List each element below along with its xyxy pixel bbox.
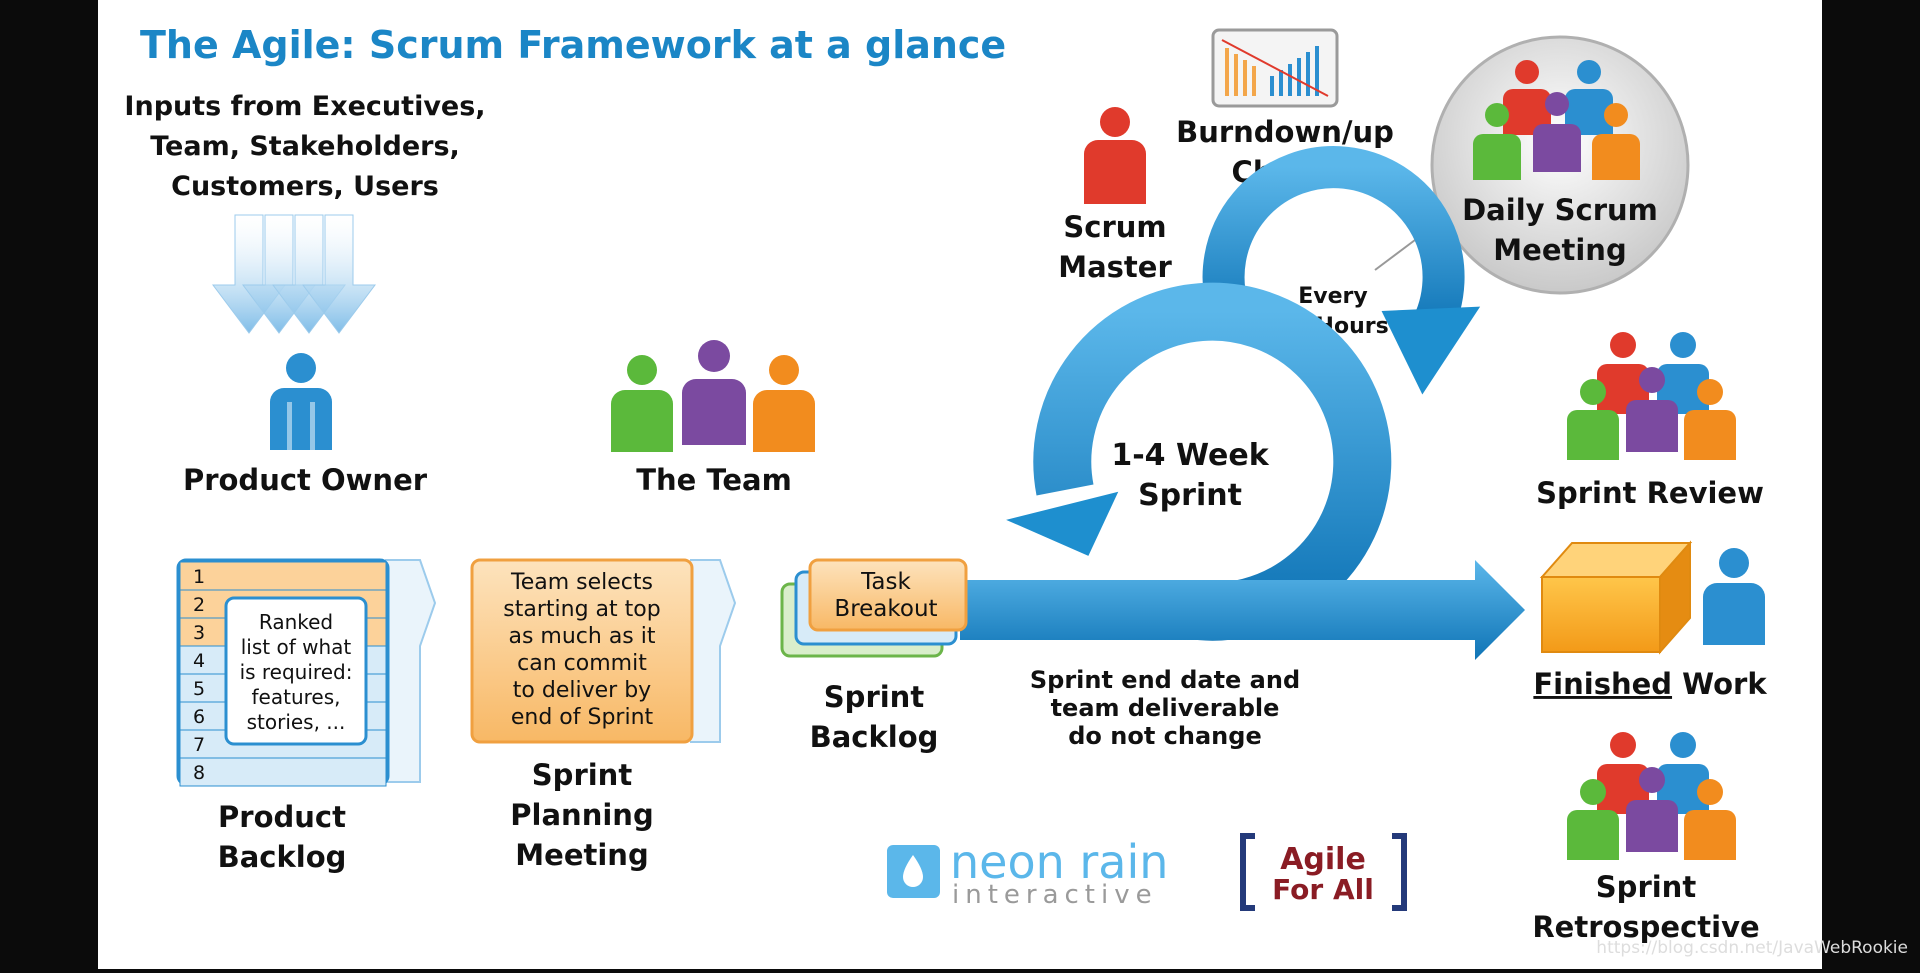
product-backlog-label-2: Backlog: [218, 840, 347, 874]
daily-scrum-label-2: Meeting: [1493, 233, 1626, 267]
backlog-row-number: 6: [193, 706, 205, 728]
end-date-line-3: do not change: [1068, 722, 1261, 750]
backlog-row-number: 4: [193, 650, 205, 672]
product-backlog-label-1: Product: [218, 800, 346, 834]
product-owner-person-icon: [270, 353, 332, 450]
product-backlog-list: 1 2 3 4 5 6 7 8 Ranked list of what is required…: [176, 558, 437, 787]
sprint-planning-label-3: Meeting: [515, 838, 648, 872]
sprint-retro-label-2: Retrospective: [1532, 910, 1759, 944]
sprint-backlog-label-1: Sprint: [824, 680, 925, 714]
neon-rain-main: neon rain: [950, 835, 1168, 889]
end-date-line-1: Sprint end date and: [1030, 666, 1300, 694]
sprint-planning-note: Team selects starting at top as much as …: [470, 558, 737, 744]
daily-scrum-label-1: Daily Scrum: [1462, 193, 1658, 227]
planning-note-2: starting at top: [503, 597, 660, 622]
sprint-review-people-icon: [1567, 332, 1736, 460]
agile-line-1: Agile: [1280, 842, 1366, 877]
burndown-label-1: Burndown/up: [1176, 115, 1394, 149]
inputs-line-1: Inputs from Executives,: [124, 91, 485, 122]
scrum-master-label-1: Scrum: [1063, 210, 1166, 244]
backlog-row: [179, 757, 387, 787]
task-breakout-2: Breakout: [834, 596, 937, 622]
neon-rain-sub: interactive: [952, 880, 1158, 910]
daily-scrum-people-icon: [1473, 60, 1640, 180]
agile-for-all-logo: Agile For All: [1240, 833, 1407, 911]
inputs-line-2: Team, Stakeholders,: [150, 131, 460, 162]
daily-scrum-connector: [1374, 239, 1416, 271]
finished-work-person-icon: [1703, 548, 1765, 645]
inputs-line-3: Customers, Users: [171, 171, 439, 202]
agile-line-2: For All: [1272, 873, 1374, 906]
backlog-row-number: 3: [193, 622, 205, 644]
backlog-row-number: 1: [193, 566, 205, 588]
work-word: Work: [1672, 667, 1767, 701]
backlog-row-number: 5: [193, 678, 205, 700]
scrum-master-label-2: Master: [1058, 250, 1172, 284]
daily-loop-arrow-icon: [1202, 146, 1481, 395]
sprint-backlog-label-2: Backlog: [810, 720, 939, 754]
sprint-cycle-label-1: 1-4 Week: [1111, 438, 1269, 473]
finished-work-label: Finished Work: [1533, 667, 1767, 701]
main-flow-arrow-icon: [960, 560, 1525, 660]
backlog-row: [179, 561, 387, 591]
backlog-note-1: Ranked: [259, 610, 333, 634]
backlog-note-2: list of what: [241, 635, 352, 659]
page-title: The Agile: Scrum Framework at a glance: [140, 23, 1006, 67]
backlog-row-number: 2: [193, 594, 205, 616]
sprint-retrospective-people-icon: [1567, 732, 1736, 860]
product-owner-label: Product Owner: [183, 463, 428, 497]
planning-note-6: end of Sprint: [511, 705, 654, 730]
sprint-retro-label-1: Sprint: [1596, 870, 1697, 904]
sprint-backlog-stack: Task Breakout: [780, 558, 968, 658]
burndown-chart-icon: [1211, 28, 1339, 108]
backlog-note-3: is required:: [240, 660, 353, 684]
planning-note-5: to deliver by: [513, 678, 651, 703]
backlog-note-5: stories, ...: [247, 710, 346, 734]
backlog-row-number: 8: [193, 762, 205, 784]
planning-note-4: can commit: [517, 651, 647, 676]
neon-rain-logo: neon rain interactive: [887, 835, 1168, 910]
sprint-cycle-label-2: Sprint: [1138, 478, 1242, 513]
backlog-note-4: features,: [252, 685, 341, 709]
finished-word: Finished: [1533, 667, 1672, 701]
scrum-master-person-icon: [1084, 107, 1146, 204]
finished-work-box-icon: [1539, 540, 1693, 655]
end-date-line-2: team deliverable: [1051, 694, 1280, 722]
every-24-label-1: Every: [1298, 284, 1367, 309]
backlog-row-number: 7: [193, 734, 205, 756]
planning-note-1: Team selects: [510, 570, 653, 595]
planning-note-3: as much as it: [508, 624, 655, 649]
team-people-icon: [611, 340, 815, 452]
daily-scrum-circle: Daily Scrum Meeting: [1430, 35, 1690, 295]
sprint-planning-label-1: Sprint: [532, 758, 633, 792]
sprint-review-label: Sprint Review: [1536, 476, 1764, 510]
input-arrows-icon: [212, 214, 376, 334]
team-label: The Team: [636, 463, 792, 497]
inputs-text: Inputs from Executives, Team, Stakeholde…: [124, 91, 485, 202]
sprint-planning-label-2: Planning: [510, 798, 653, 832]
task-breakout-1: Task: [860, 569, 911, 595]
watermark: https://blog.csdn.net/JavaWebRookie: [1596, 938, 1908, 958]
